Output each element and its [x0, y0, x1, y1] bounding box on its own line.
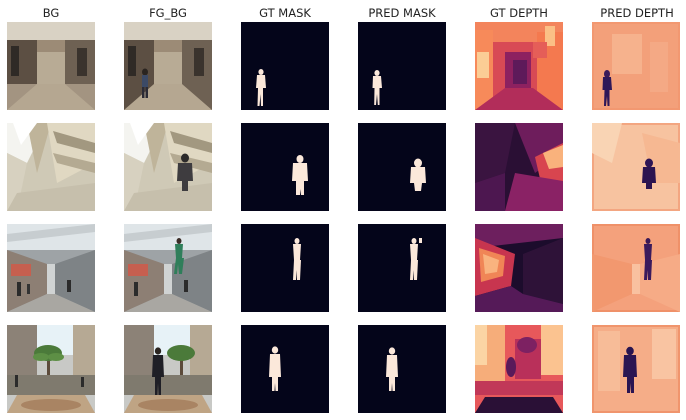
row2-fg-bg-image: [124, 123, 212, 211]
row2-gt-mask: [241, 123, 329, 211]
row2-pred-mask: [358, 123, 446, 211]
row4-pred-mask: [358, 325, 446, 413]
row3-pred-depth: [592, 224, 680, 312]
row3-gt-depth: [475, 224, 563, 312]
col-title-fg-bg: FG_BG: [149, 6, 187, 20]
row3-pred-mask: [358, 224, 446, 312]
row3-fg-bg-image: [124, 224, 212, 312]
row2-gt-depth: [475, 123, 563, 211]
row1-pred-depth: [592, 22, 680, 110]
col-title-pred-depth: PRED DEPTH: [600, 6, 674, 20]
row4-pred-depth: [592, 325, 680, 413]
row1-bg-image: [7, 22, 95, 110]
col-title-bg: BG: [42, 6, 60, 20]
col-title-pred-mask: PRED MASK: [368, 6, 436, 20]
row2-bg-image: [7, 123, 95, 211]
col-title-gt-mask: GT MASK: [259, 6, 311, 20]
row3-bg-image: [7, 224, 95, 312]
row3-gt-mask: [241, 224, 329, 312]
row1-fg-bg-image: [124, 22, 212, 110]
row1-gt-depth: [475, 22, 563, 110]
row2-pred-depth: [592, 123, 680, 211]
row4-bg-image: [7, 325, 95, 413]
row1-gt-mask: [241, 22, 329, 110]
col-title-gt-depth: GT DEPTH: [490, 6, 548, 20]
row4-fg-bg-image: [124, 325, 212, 413]
column-headers: BG FG_BG GT MASK PRED MASK GT DEPTH PRED…: [0, 0, 686, 22]
row4-gt-mask: [241, 325, 329, 413]
row4-gt-depth: [475, 325, 563, 413]
row1-pred-mask: [358, 22, 446, 110]
